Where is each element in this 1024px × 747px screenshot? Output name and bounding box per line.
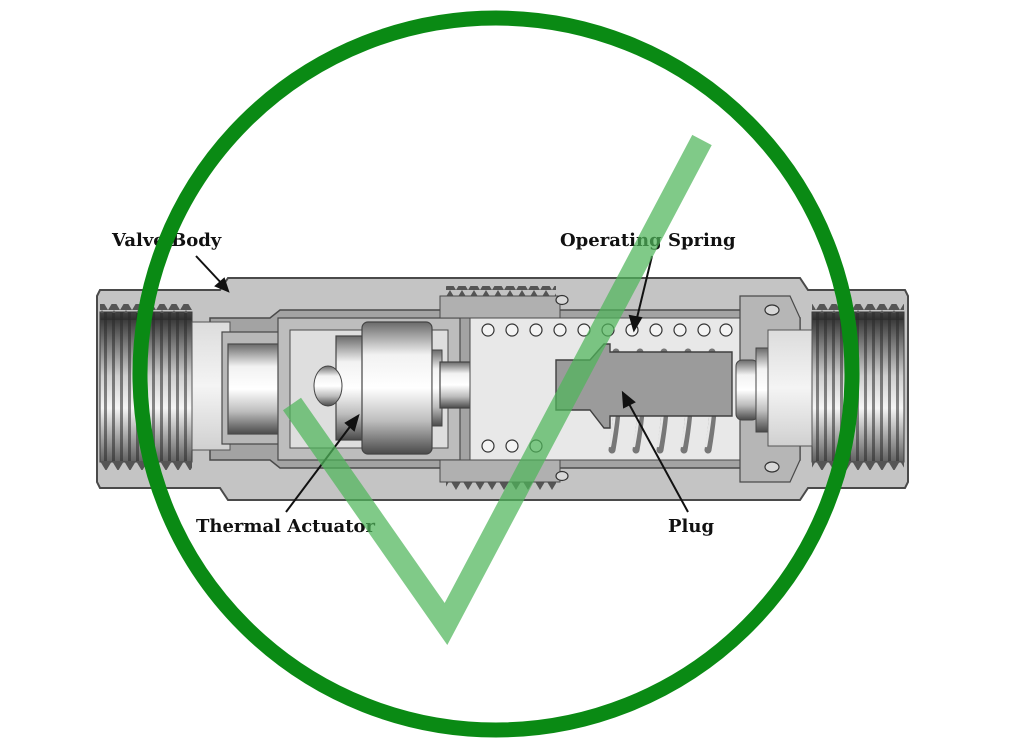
outlet-seat [555,294,813,483]
leader-valve-body-arrow [214,277,230,293]
check-circle-icon [132,10,860,738]
leader-plug [627,401,689,513]
leader-operating-spring [635,255,653,323]
check-mark-icon [282,134,712,646]
leader-valve-body [195,255,225,287]
label-thermal-actuator: Thermal Actuator [196,516,376,537]
leader-thermal-actuator-arrow [344,413,360,432]
label-plug: Plug [668,516,714,537]
leader-plug-arrow [621,390,636,409]
leader-thermal-actuator [285,423,353,513]
inlet-fitting [191,321,293,451]
leader-operating-spring-arrow [628,314,643,333]
